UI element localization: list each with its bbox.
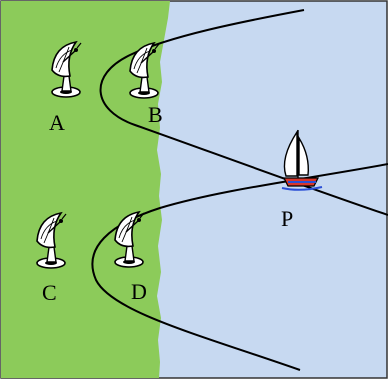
label-d: D — [131, 279, 147, 304]
hyperbola-curve-cd — [91, 163, 388, 371]
label-p: P — [281, 206, 294, 231]
sailboat-icon — [281, 129, 323, 191]
label-a: A — [49, 110, 65, 135]
label-c: C — [42, 280, 57, 305]
label-b: B — [148, 102, 163, 127]
land-area — [1, 1, 170, 378]
hyperbola-curve-ab — [99, 9, 388, 216]
